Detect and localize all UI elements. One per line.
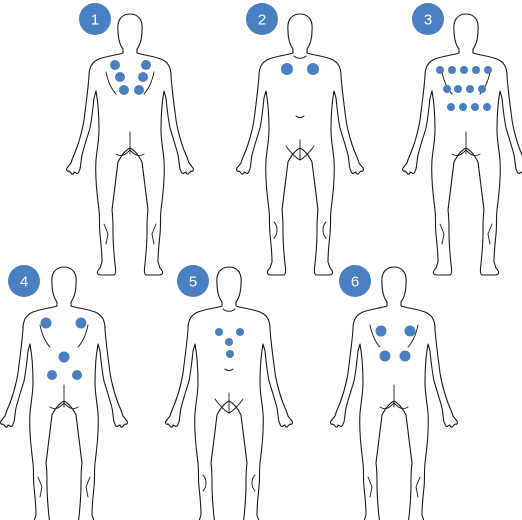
point-marker [226,350,234,358]
number-badge: 5 [177,265,209,297]
panel-1: 1 [67,3,194,275]
panel-4: 4 [1,265,128,520]
point-marker [110,60,120,70]
point-marker [72,370,82,380]
point-marker [460,66,468,74]
number-badge: 4 [8,265,40,297]
number-badge: 2 [246,3,278,35]
point-marker [448,66,456,74]
point-marker [443,85,451,93]
point-marker [141,60,151,70]
number-badge: 3 [412,3,444,35]
point-marker [119,85,129,95]
point-marker [483,103,491,111]
point-marker [472,66,480,74]
panel-2: 2 [237,3,364,275]
badge-number: 3 [424,12,432,29]
badge-number: 4 [20,274,28,291]
point-marker [478,85,486,93]
badge-number: 1 [91,12,99,29]
number-badge: 1 [79,3,111,35]
panel-6: 6 [331,265,458,520]
panel-5: 5 [166,265,293,520]
body-figure-back [403,14,522,275]
panels-layer: 1 2 3 4 5 6 [1,3,522,520]
point-marker [400,351,411,362]
point-marker [115,72,125,82]
point-marker [447,103,455,111]
point-marker [134,85,144,95]
point-marker [59,352,70,363]
number-badge: 6 [339,265,371,297]
point-marker [436,66,444,74]
point-marker [307,63,319,75]
point-marker [484,66,492,74]
badge-number: 2 [258,12,266,29]
panel-3: 3 [403,3,522,275]
point-marker [138,72,148,82]
point-marker [281,63,293,75]
point-marker [454,85,462,93]
point-marker [459,103,467,111]
point-marker [471,103,479,111]
point-marker [41,318,52,329]
point-marker [380,351,391,362]
point-marker [466,85,474,93]
badge-number: 5 [189,274,197,291]
point-marker [215,328,223,336]
badge-number: 6 [351,274,359,291]
point-marker [225,338,233,346]
point-marker [76,318,87,329]
point-marker [236,328,244,336]
point-marker [405,326,416,337]
point-marker [47,370,57,380]
point-marker [376,326,387,337]
